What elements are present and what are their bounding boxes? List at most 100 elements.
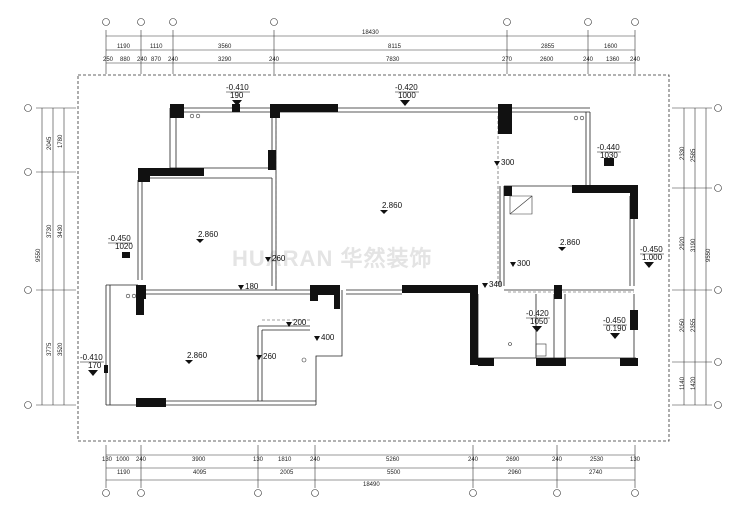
left-total-dim: 9550 [36,248,42,262]
svg-text:-0.450: -0.450 [603,316,626,325]
svg-text:400: 400 [321,333,335,342]
svg-text:1.000: 1.000 [642,253,663,262]
drop-label: 300 [494,158,515,167]
bottom-dim: 1810 [278,457,292,463]
left-dimensions [36,107,76,406]
bottom-dim: 240 [136,457,147,463]
svg-text:-0.450: -0.450 [108,234,131,243]
bottom-dim: 130 [630,457,641,463]
top-dim-2: 3290 [218,57,232,63]
svg-text:-0.440: -0.440 [597,143,620,152]
bottom-dim: 5260 [386,457,400,463]
right-axis-markers [714,104,722,409]
top-dim: 1600 [604,44,618,50]
top-dim-2: 870 [151,57,162,63]
bottom-total-dim: 18490 [363,482,380,488]
right-dimensions [672,107,712,406]
left-axis-markers [24,104,32,409]
ceiling-height-bed-right: 2.860 [558,238,581,251]
svg-text:1020: 1020 [115,242,133,251]
svg-text:340: 340 [489,280,503,289]
svg-text:190: 190 [230,91,244,100]
top-dim-2: 880 [120,57,131,63]
right-dim: 2355 [691,318,697,332]
bottom-dim: 3900 [192,457,206,463]
drop-label: 300 [510,259,531,268]
bottom-dim-2: 2960 [508,470,522,476]
fixtures [125,113,585,363]
top-dim-2: 240 [269,57,280,63]
bottom-dim-2: 2740 [589,470,603,476]
thin-walls [105,107,636,406]
svg-text:300: 300 [501,158,515,167]
top-dim-2: 250 [103,57,114,63]
svg-text:2.860: 2.860 [560,238,581,247]
solid-walls [104,104,638,407]
svg-text:-0.450: -0.450 [640,245,663,254]
top-axis-markers [102,18,639,26]
svg-text:1050: 1050 [530,317,548,326]
level-marker-right-mid: -0.450 1.000 [640,245,664,268]
svg-text:260: 260 [272,254,286,263]
plan-boundary [77,74,670,442]
top-dim: 8115 [388,44,402,50]
top-dim-2: 240 [630,57,641,63]
ceiling-lines [262,116,634,321]
level-marker-bath: -0.420 1050 [526,309,550,332]
drop-label: 180 [238,282,259,291]
svg-text:0.190: 0.190 [606,324,627,333]
svg-text:-0.420: -0.420 [526,309,549,318]
right-dim: 1420 [691,376,697,390]
watermark: HUARAN 华然装饰 [232,246,432,271]
svg-text:-0.410: -0.410 [226,83,249,92]
svg-text:2.860: 2.860 [382,201,403,210]
drop-label: 200 [286,318,307,327]
svg-text:200: 200 [293,318,307,327]
top-dim-2: 7830 [386,57,400,63]
drop-label: 400 [314,333,335,342]
top-dim: 1190 [117,44,131,50]
right-dim-2: 2920 [680,236,686,250]
svg-text:2.860: 2.860 [198,230,219,239]
level-marker-right-top: -0.440 1030 [597,143,621,160]
bottom-dim-2: 5500 [387,470,401,476]
left-dim-2: 3430 [58,224,64,238]
left-dim-2: 3520 [58,342,64,356]
bottom-dim-2: 1190 [117,470,131,476]
level-marker-right-bottom: -0.450 0.190 [603,316,627,339]
top-dim-2: 2600 [540,57,554,63]
svg-text:-0.420: -0.420 [395,83,418,92]
svg-text:170: 170 [88,361,102,370]
bottom-dim: 240 [310,457,321,463]
level-marker-north: -0.420 1000 [395,83,419,106]
ceiling-height-bed-top-left: 2.860 [196,230,219,243]
top-dim-2: 270 [502,57,513,63]
svg-text:2.860: 2.860 [187,351,208,360]
left-dim: 3730 [47,224,53,238]
top-dim: 3560 [218,44,232,50]
bottom-dim-2: 4095 [193,470,207,476]
drop-label: 340 [482,280,503,289]
bottom-dim: 240 [468,457,479,463]
left-dim: 2045 [47,136,53,150]
bottom-dim: 240 [552,457,563,463]
ceiling-height-living: 2.860 [380,201,403,214]
bottom-dimensions [105,445,636,488]
svg-text:-0.410: -0.410 [80,353,103,362]
right-dim-2: 1140 [680,376,686,390]
top-total-dim: 18430 [362,30,379,36]
svg-text:1030: 1030 [600,151,618,160]
svg-text:300: 300 [517,259,531,268]
bottom-dim: 2530 [590,457,604,463]
ceiling-height-bed-bottom-left: 2.860 [185,351,208,364]
drop-label: 260 [265,254,286,263]
top-dim: 1110 [150,44,163,50]
level-marker-left-mid: -0.450 1020 [108,234,133,251]
top-dimensions [105,30,636,74]
bottom-dim: 2690 [506,457,520,463]
left-dim: 3775 [47,342,53,356]
right-dim: 2585 [691,148,697,162]
top-dim-2: 240 [168,57,179,63]
top-dim-2: 1360 [606,57,620,63]
right-total-dim: 9550 [706,248,712,262]
